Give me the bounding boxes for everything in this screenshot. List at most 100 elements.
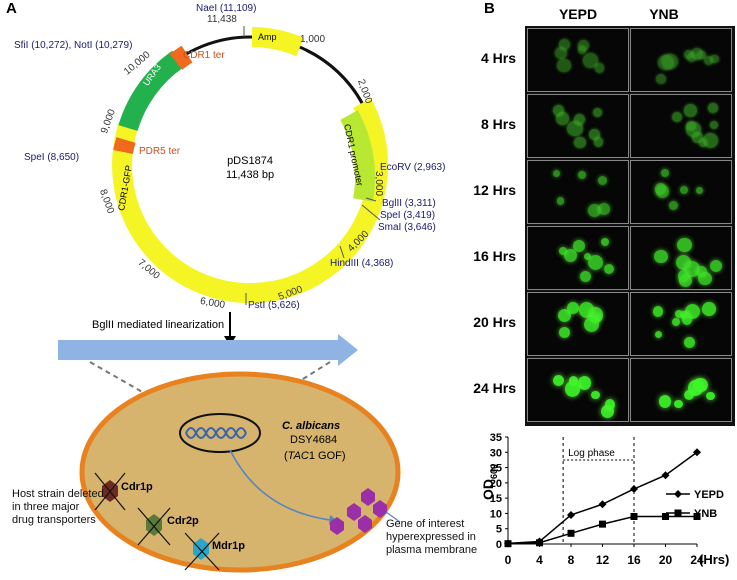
cell-spot [578, 302, 595, 319]
cell-spot [704, 55, 714, 65]
cell-spot [604, 399, 616, 410]
cell-spot [597, 202, 610, 215]
cell-spot [696, 187, 704, 195]
cdr1p-label: Cdr1p [121, 481, 153, 493]
cell-spot [587, 254, 603, 271]
time-label-8: 8 Hrs [480, 116, 516, 132]
panel-a-letter: A [6, 0, 17, 17]
x-tick-label: 8 [568, 553, 575, 567]
expression-arrow [229, 449, 331, 521]
cell-spot [588, 128, 600, 140]
time-label-4: 4 Hrs [480, 50, 516, 66]
amp-arc [251, 27, 304, 57]
cell-spot [681, 314, 693, 325]
cdr1-ter-arc [169, 45, 193, 70]
micrograph-panel [630, 28, 732, 92]
cell-spot [672, 111, 683, 122]
cell-spot [583, 53, 599, 69]
data-point-ynb [599, 520, 606, 528]
data-point-ynb [536, 539, 543, 547]
cell-spot [564, 381, 581, 397]
cell-spot [710, 121, 719, 130]
strain-genotype: (TAC1 GOF) [284, 450, 346, 462]
x-tick-label: 12 [596, 553, 610, 567]
pdr5-ter-label: PDR5 ter [139, 146, 181, 157]
site-ecorv: EcoRV (2,963) [380, 162, 446, 173]
strain-id: DSY4684 [290, 434, 338, 446]
y-tick-label: 10 [490, 508, 502, 520]
x-tick-label: 20 [659, 553, 673, 567]
col-head-ynb: YNB [649, 6, 679, 22]
cell-spot [674, 400, 683, 409]
cdr1-gfp-arc [112, 98, 389, 304]
cell-spot [654, 330, 662, 338]
data-point-yepd [693, 448, 701, 457]
cell-spot [675, 309, 684, 318]
log-phase-annotation: Log phase [568, 448, 615, 459]
cell-spot [687, 53, 697, 63]
strain-name: C. albicans [282, 420, 341, 432]
cell-spot [574, 136, 586, 148]
backbone-right [305, 48, 364, 104]
site-hindiii: HindIII (4,368) [330, 258, 394, 269]
site-bglii: BglII (3,311) [382, 198, 436, 209]
micrograph-panel [527, 358, 629, 422]
cell-spot [677, 270, 690, 282]
micrograph-panel [630, 358, 732, 422]
micrograph-panel [527, 226, 629, 290]
time-label-16: 16 Hrs [473, 248, 516, 264]
mdr1p-label: Mdr1p [212, 540, 245, 552]
time-label-12: 12 Hrs [473, 182, 516, 198]
y-tick-label: 35 [490, 432, 502, 444]
y-tick-label: 20 [490, 478, 502, 490]
cell-spot [573, 239, 586, 252]
micrograph-panel [527, 160, 629, 224]
gene-note: Gene of interest hyperexpressed in plasm… [386, 518, 478, 556]
cell-spot [677, 238, 692, 253]
cell-spot [592, 313, 602, 323]
y-tick-label: 30 [490, 447, 502, 459]
cell-spot [577, 46, 586, 55]
cell-spot [568, 376, 579, 386]
pdr5-ter-arc [113, 137, 136, 155]
site-sfii-noti: SfiI (10,272), NotI (10,279) [14, 40, 133, 51]
cell-spot [710, 260, 723, 273]
cell-spot [671, 317, 681, 327]
cell-spot [557, 197, 565, 205]
series-line-yepd [507, 451, 698, 545]
cdr2p-label: Cdr2p [167, 515, 199, 527]
y-axis-label: OD600 [480, 463, 499, 500]
cell-spot [594, 63, 605, 73]
site-smai: SmaI (3,646) [378, 222, 436, 233]
linearization-label: BglII mediated linearization [92, 319, 225, 331]
cell-spot [692, 132, 703, 144]
micrograph-panel [527, 292, 629, 356]
data-point-ynb [693, 512, 701, 520]
plasmid-size: 11,438 bp [225, 169, 275, 181]
y-tick-label: 0 [496, 539, 502, 551]
data-point-yepd [567, 510, 575, 519]
nucleus [179, 413, 261, 453]
cell-spot [566, 301, 579, 314]
cell-spot [559, 247, 567, 255]
plasmid-name: pDS1874 [227, 155, 273, 167]
cell-spot [580, 271, 591, 282]
cell-spot [654, 249, 668, 264]
cell-spot [658, 395, 672, 408]
ura3-arc [118, 50, 184, 132]
time-label-24: 24 Hrs [473, 380, 516, 396]
cell-spot [574, 113, 586, 125]
y-tick-label: 25 [490, 463, 502, 475]
data-point-ynb [567, 529, 575, 537]
cell-spot [552, 169, 561, 178]
cell-spot [656, 185, 669, 198]
cell-spot [698, 138, 707, 147]
cdr1-ter-label: CDR1 ter [183, 50, 225, 61]
amp-label: Amp [258, 32, 277, 42]
x-tick-label: 4 [536, 553, 543, 567]
cell-spot [686, 121, 702, 137]
col-head-yepd: YEPD [558, 6, 598, 22]
data-point-yepd [630, 484, 638, 493]
cell-spot [684, 389, 695, 400]
cell-spot [597, 175, 607, 185]
